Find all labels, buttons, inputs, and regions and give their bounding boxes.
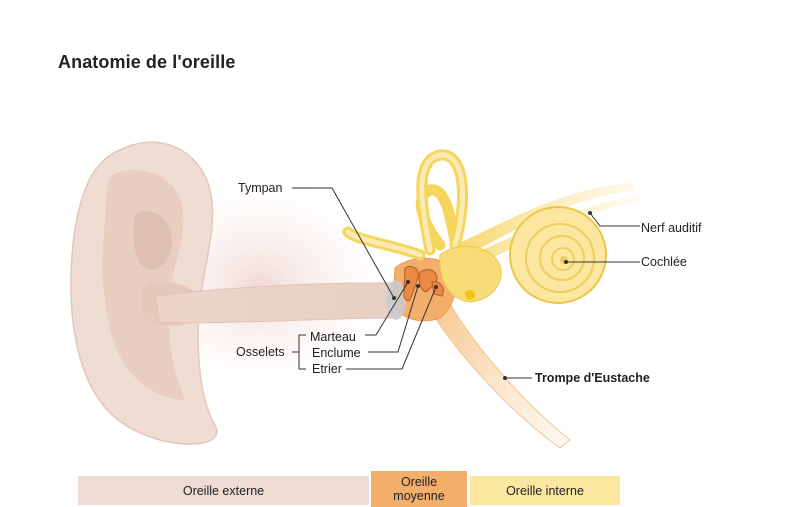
malleus: [403, 265, 419, 301]
band-label-interne: Oreille interne: [506, 483, 584, 498]
label-trompe-eustache: Trompe d'Eustache: [535, 371, 650, 385]
stapes: [431, 281, 444, 297]
round-window: [465, 290, 475, 300]
band-oreille-moyenne: Oreille moyenne: [371, 471, 467, 507]
label-marteau: Marteau: [310, 330, 356, 344]
leader-lines: [292, 187, 640, 379]
label-nerf-auditif: Nerf auditif: [641, 221, 702, 235]
eustachian-tube: [429, 299, 571, 449]
label-cochlee: Cochlée: [641, 255, 687, 269]
band-oreille-interne: Oreille interne: [470, 476, 620, 505]
label-etrier: Etrier: [312, 362, 342, 376]
ossicles: [403, 265, 444, 301]
label-enclume: Enclume: [312, 346, 361, 360]
cochlea: [509, 206, 607, 304]
band-oreille-externe: Oreille externe: [78, 476, 369, 505]
label-tympan: Tympan: [238, 181, 283, 195]
label-osselets: Osselets: [236, 345, 285, 359]
vestibule: [439, 245, 502, 303]
band-label-moyenne: Oreille moyenne: [393, 475, 445, 503]
band-label-externe: Oreille externe: [182, 483, 265, 498]
incus: [418, 269, 438, 293]
page-title: Anatomie de l'oreille: [58, 52, 236, 72]
